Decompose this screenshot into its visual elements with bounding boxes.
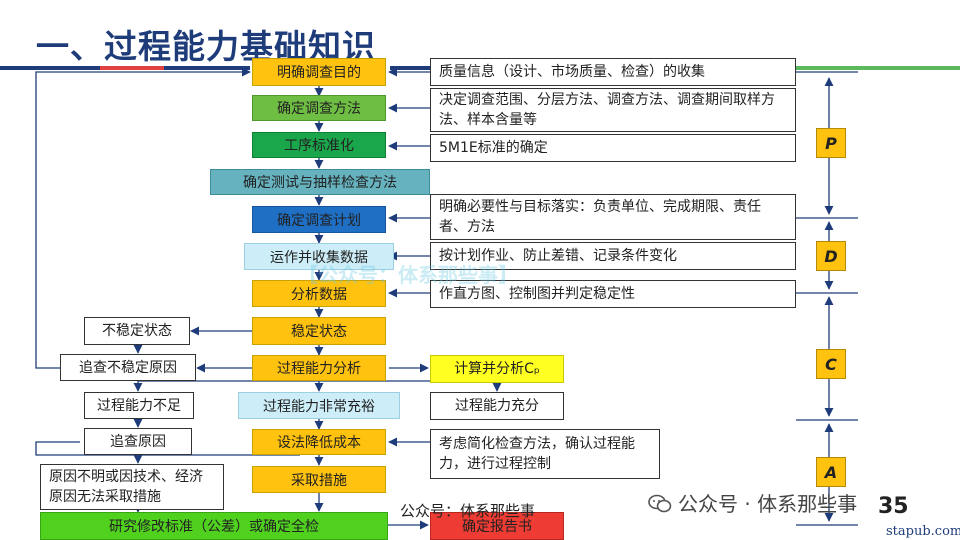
left-trace-unstable-cause: 追查不稳定原因 — [60, 354, 196, 381]
note-calc-cp: 计算并分析Cₚ — [430, 355, 564, 383]
note-quality-info: 质量信息（设计、市场质量、检查）的收集 — [430, 58, 796, 86]
left-unstable-state: 不稳定状态 — [84, 317, 190, 345]
step-determine-method: 确定调查方法 — [252, 95, 386, 121]
step-standardize-process: 工序标准化 — [252, 132, 386, 158]
step-take-measures: 采取措施 — [252, 466, 386, 493]
header-bar-red — [100, 66, 164, 70]
footer-text: 公众号：体系那些事 — [400, 502, 536, 520]
note-necessity-goals: 明确必要性与目标落实：负责单位、完成期限、责任者、方法 — [430, 194, 796, 240]
step-collect-data: 运作并收集数据 — [244, 243, 394, 270]
step-analyze-data: 分析数据 — [252, 280, 386, 307]
left-trace-cause: 追查原因 — [84, 428, 192, 455]
step-capability-ample: 过程能力非常充裕 — [238, 392, 400, 419]
phase-do-badge: D — [816, 241, 846, 271]
site-url: stapub.com — [886, 524, 960, 539]
phase-plan-badge: P — [816, 128, 846, 158]
step-revise-standard: 研究修改标准（公差）或确定全检 — [40, 512, 388, 540]
wechat-label: 公众号 · 体系那些事 — [648, 488, 857, 517]
note-5m1e: 5M1E标准的确定 — [430, 134, 796, 162]
note-simplify-inspection: 考虑简化检查方法，确认过程能力，进行过程控制 — [430, 429, 660, 479]
wechat-icon — [648, 494, 672, 513]
note-survey-scope: 决定调查范围、分层方法、调查方法、调查期间取样方法、样本含量等 — [430, 88, 796, 132]
page-number: 35 — [878, 494, 909, 519]
left-cause-unknown: 原因不明或因技术、经济原因无法采取措施 — [40, 464, 224, 510]
phase-act-badge: A — [816, 457, 846, 487]
left-capability-insufficient: 过程能力不足 — [84, 392, 194, 419]
note-histogram-control: 作直方图、控制图并判定稳定性 — [430, 280, 796, 308]
note-capability-sufficient: 过程能力充分 — [430, 392, 564, 420]
watermark-text: 【公众号：体系那些事】 — [298, 263, 518, 287]
header-bar-green — [760, 66, 960, 70]
step-capability-analysis: 过程能力分析 — [252, 355, 386, 381]
note-work-to-plan: 按计划作业、防止差错、记录条件变化 — [430, 242, 796, 270]
phase-check-badge: C — [816, 349, 846, 379]
step-sampling-method: 确定测试与抽样检查方法 — [210, 169, 430, 195]
step-stable-state: 稳定状态 — [252, 317, 386, 345]
step-reduce-cost: 设法降低成本 — [252, 429, 386, 455]
wechat-label-text: 公众号 · 体系那些事 — [678, 492, 858, 516]
step-clarify-purpose: 明确调查目的 — [252, 58, 386, 86]
step-survey-plan: 确定调查计划 — [252, 206, 386, 233]
